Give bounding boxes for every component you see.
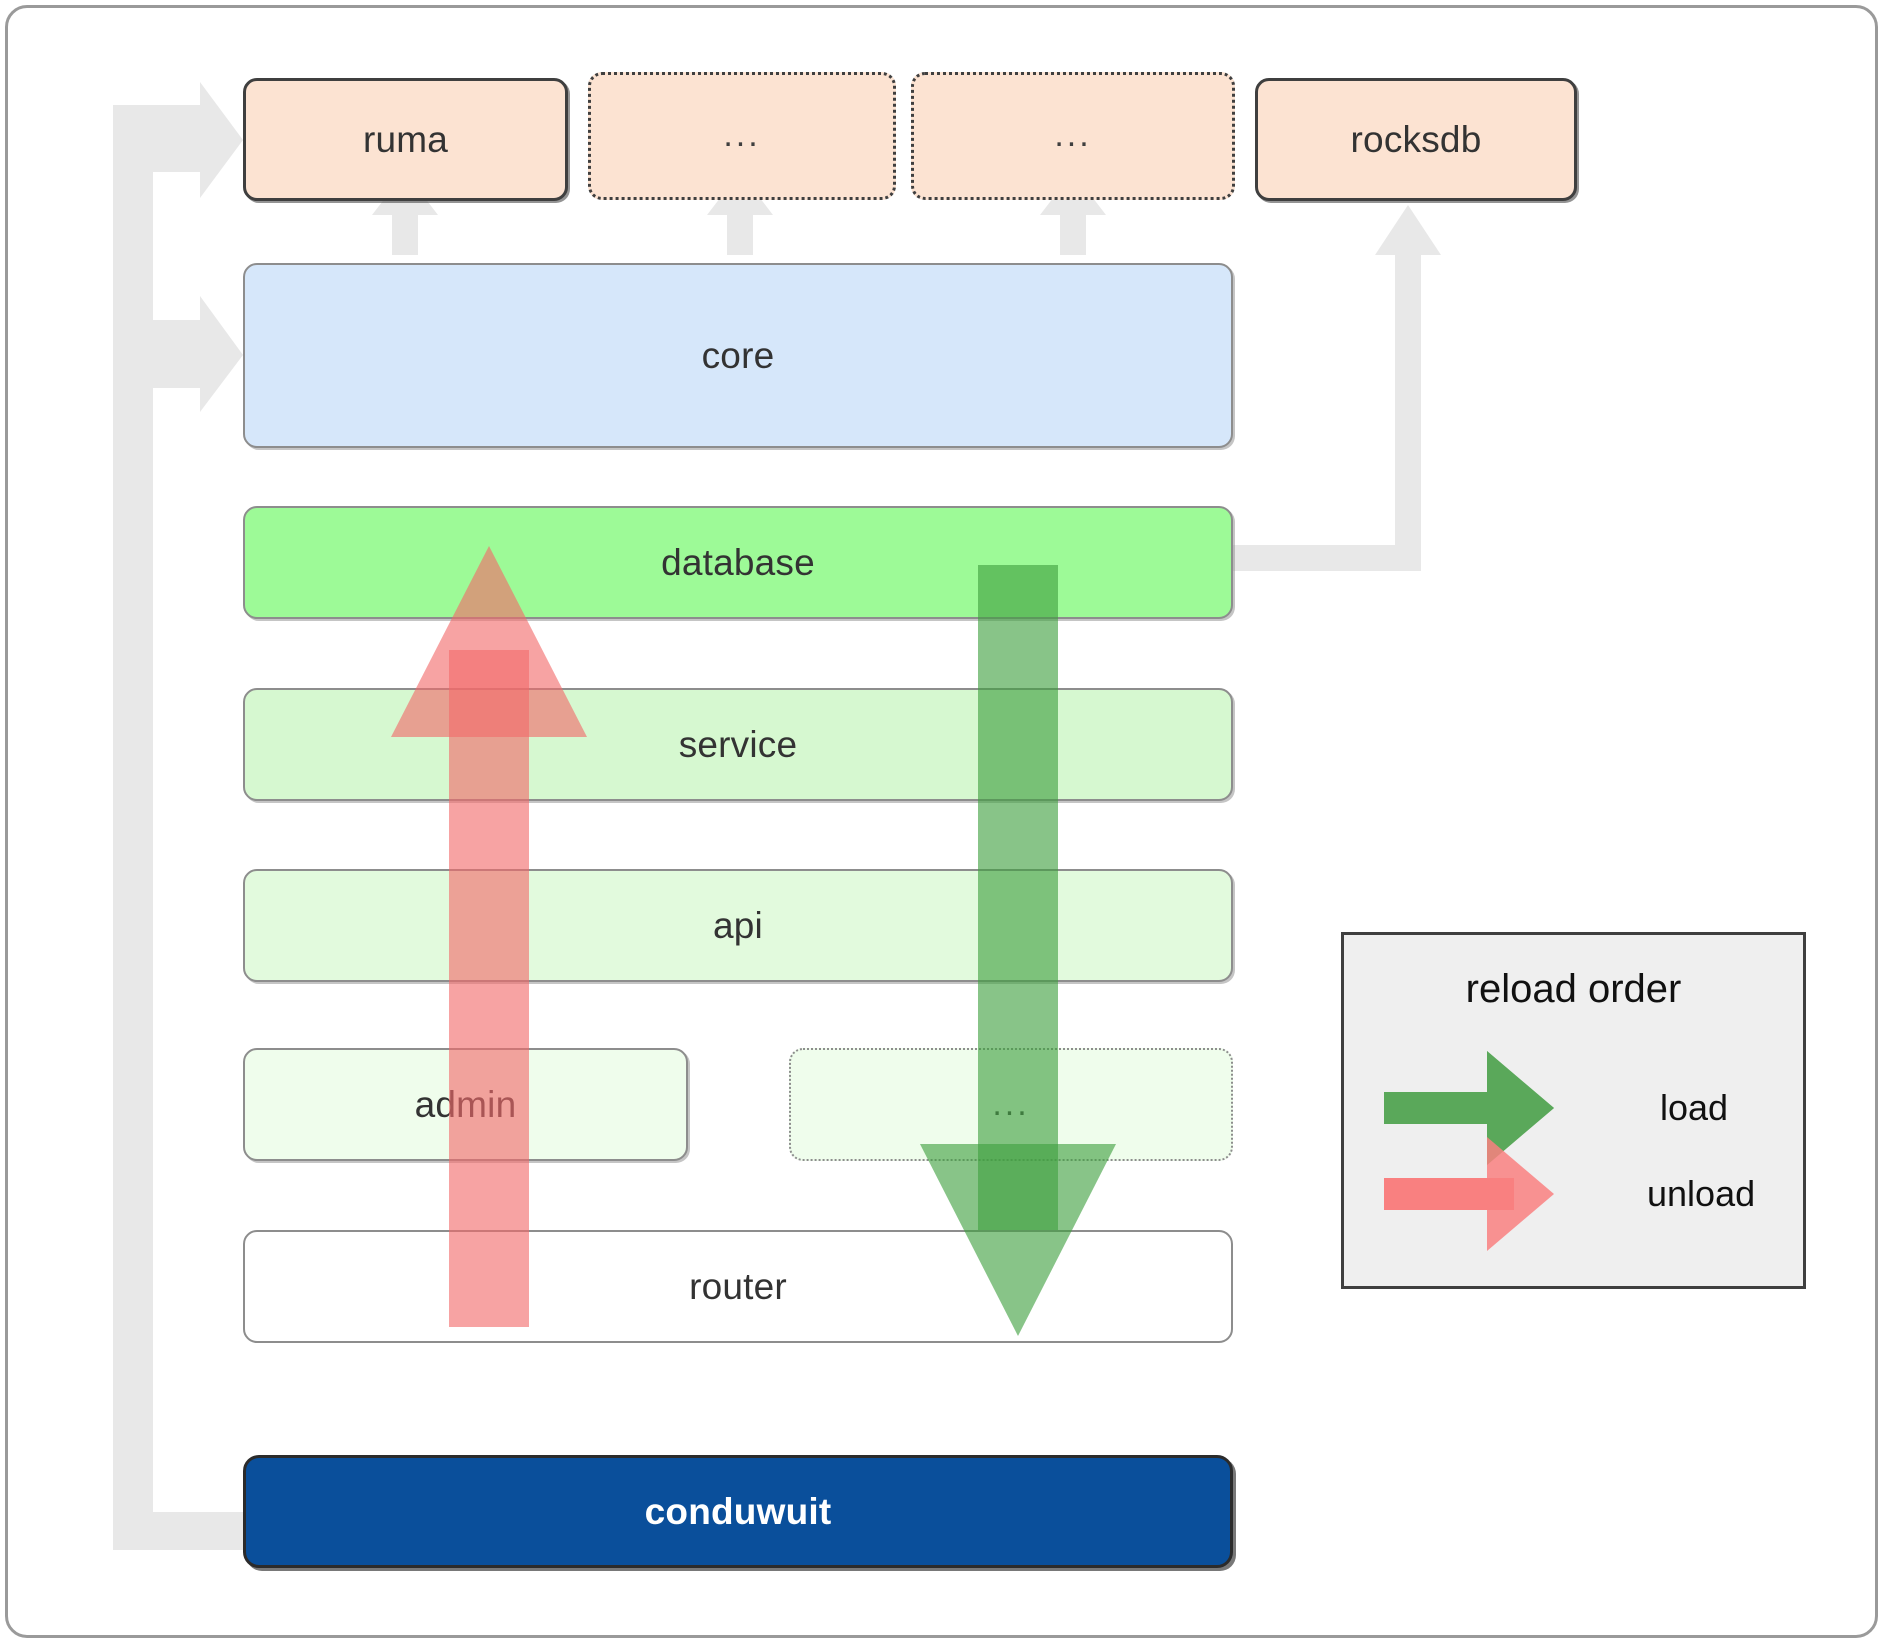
load-arrow-shaft <box>978 565 1058 1230</box>
load-arrow-head <box>920 1144 1116 1336</box>
legend-unload-arrow <box>1384 1137 1554 1251</box>
connector-arrow-core-to-ruma <box>372 172 438 255</box>
legend-title: reload order <box>1465 967 1682 1011</box>
legend-label-load: load <box>1660 1087 1729 1128</box>
connector-arrow-core-to-dep2 <box>707 172 773 255</box>
legend-load-arrow <box>1384 1051 1554 1165</box>
dependency-node-3[interactable]: ... <box>911 72 1235 200</box>
connector-trunk-left <box>113 135 243 1550</box>
crate-node-api[interactable]: api <box>243 869 1233 982</box>
legend-arrow-layer <box>1384 1051 1554 1251</box>
crate-node-router[interactable]: router <box>243 1230 1233 1343</box>
connector-database-to-rocksdb <box>1224 205 1441 571</box>
legend-panel: reload order load unload <box>1341 932 1806 1289</box>
legend-label-unload: unload <box>1647 1173 1756 1214</box>
binary-node-conduwuit[interactable]: conduwuit <box>243 1455 1233 1568</box>
connector-arrow-to-ruma <box>113 82 243 198</box>
connector-arrow-to-core <box>113 296 243 412</box>
unload-arrow-group <box>391 546 587 1327</box>
unload-arrow-head <box>391 546 587 737</box>
load-arrow-group <box>920 565 1116 1336</box>
crate-node-database[interactable]: database <box>243 506 1233 619</box>
unload-arrow-shaft <box>449 650 529 1327</box>
connector-arrow-core-to-dep3 <box>1040 172 1106 255</box>
